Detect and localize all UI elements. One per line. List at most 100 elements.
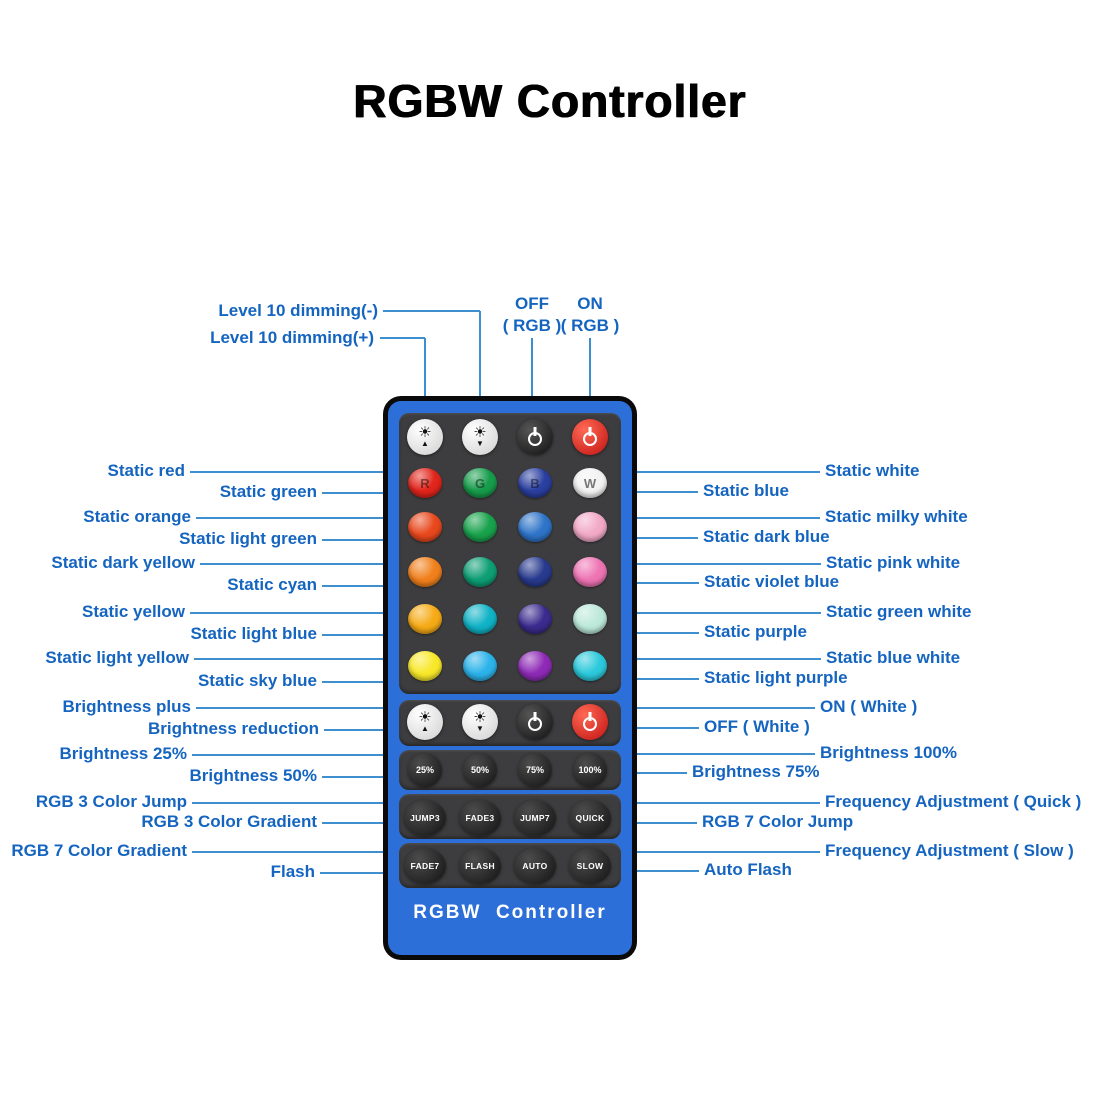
on-rgb-button — [572, 419, 608, 455]
arrow-down-icon: ▼ — [476, 724, 484, 733]
dim-plus-button: ☀ ▲ — [407, 419, 443, 455]
key-static-green: G — [463, 468, 497, 498]
callout-frequency-slow: Frequency Adjustment ( Slow ) — [825, 841, 1074, 860]
callout-static-orange: Static orange — [83, 507, 191, 526]
brightness-up-icon: ☀ — [418, 709, 432, 726]
callout-brightness-100: Brightness 100% — [820, 743, 957, 762]
brightness-up-icon: ☀ — [418, 424, 432, 441]
key-static-yellow — [408, 604, 442, 634]
callout-off-rgb-line2: ( RGB ) — [502, 316, 562, 335]
off-white-button — [517, 704, 553, 740]
callout-static-milky-white: Static milky white — [825, 507, 968, 526]
key-static-blue-white — [573, 651, 607, 681]
callout-brightness-reduction: Brightness reduction — [148, 719, 319, 738]
callout-brightness-75: Brightness 75% — [692, 762, 820, 781]
callout-frequency-quick: Frequency Adjustment ( Quick ) — [825, 792, 1082, 811]
key-brightness-100: 100% — [573, 753, 607, 787]
callout-rgb7-gradient: RGB 7 Color Gradient — [11, 841, 187, 860]
callout-auto-flash: Auto Flash — [704, 860, 792, 879]
brightness-down-icon: ☀ — [473, 424, 487, 441]
brightness-down-icon: ☀ — [473, 709, 487, 726]
callout-off-white: OFF ( White ) — [704, 717, 810, 736]
callout-static-red: Static red — [107, 461, 185, 480]
callout-static-dark-yellow: Static dark yellow — [51, 553, 195, 572]
callout-static-pink-white: Static pink white — [826, 553, 961, 572]
arrow-up-icon: ▲ — [421, 724, 429, 733]
callout-level10-dim-plus: Level 10 dimming(+) — [210, 328, 374, 347]
callout-static-light-yellow: Static light yellow — [45, 648, 189, 667]
callout-static-yellow: Static yellow — [82, 602, 185, 621]
callout-on-rgb-line1: ON — [577, 294, 603, 313]
callout-static-light-green: Static light green — [179, 529, 317, 548]
key-flash: FLASH — [459, 848, 501, 884]
callout-static-blue-white: Static blue white — [826, 648, 961, 667]
key-brightness-25: 25% — [408, 753, 442, 787]
key-jump7: JUMP7 — [514, 800, 556, 836]
key-static-blue: B — [518, 468, 552, 498]
callout-static-light-blue: Static light blue — [190, 624, 317, 643]
key-static-purple — [518, 604, 552, 634]
key-static-violet-blue — [518, 557, 552, 587]
brightness-reduction-button: ☀ ▼ — [462, 704, 498, 740]
key-quick: QUICK — [569, 800, 611, 836]
key-static-green-white — [573, 604, 607, 634]
power-icon — [528, 432, 542, 446]
callout-level10-dim-minus: Level 10 dimming(-) — [218, 301, 378, 320]
callout-flash: Flash — [270, 862, 315, 881]
key-static-light-purple — [518, 651, 552, 681]
callout-off-rgb-line1: OFF — [515, 294, 549, 313]
power-icon — [528, 717, 542, 731]
callout-brightness-50: Brightness 50% — [189, 766, 317, 785]
key-static-light-green — [463, 512, 497, 542]
power-icon — [583, 717, 597, 731]
remote-control: ☀ ▲ ☀ ▼ R G B W — [383, 396, 637, 960]
off-rgb-button — [517, 419, 553, 455]
key-static-milky-white — [573, 512, 607, 542]
callout-brightness-plus: Brightness plus — [62, 697, 191, 716]
callout-static-violet-blue: Static violet blue — [704, 572, 840, 591]
callout-static-sky-blue: Static sky blue — [197, 671, 317, 690]
callout-rgb3-gradient: RGB 3 Color Gradient — [141, 812, 317, 831]
callout-off-rgb: OFF ( RGB ) — [496, 293, 568, 337]
callout-static-green: Static green — [219, 482, 317, 501]
callout-static-dark-blue: Static dark blue — [703, 527, 830, 546]
key-fade3: FADE3 — [459, 800, 501, 836]
page-title: RGBW Controller — [353, 75, 747, 127]
on-white-button — [572, 704, 608, 740]
key-brightness-50: 50% — [463, 753, 497, 787]
callout-static-cyan: Static cyan — [227, 575, 317, 594]
power-icon — [583, 432, 597, 446]
callout-static-green-white: Static green white — [826, 602, 972, 621]
callout-on-rgb-line2: ( RGB ) — [560, 316, 620, 335]
key-static-light-blue — [463, 604, 497, 634]
key-auto: AUTO — [514, 848, 556, 884]
callout-rgb3-jump: RGB 3 Color Jump — [35, 792, 187, 811]
callout-on-rgb: ON ( RGB ) — [556, 293, 624, 337]
key-slow: SLOW — [569, 848, 611, 884]
callout-static-white: Static white — [825, 461, 920, 480]
key-static-orange — [408, 512, 442, 542]
callout-static-purple: Static purple — [704, 622, 807, 641]
key-jump3: JUMP3 — [404, 800, 446, 836]
key-static-dark-blue — [518, 512, 552, 542]
key-static-white: W — [573, 468, 607, 498]
remote-panel-main — [399, 413, 621, 694]
key-static-light-yellow — [408, 651, 442, 681]
callout-on-white: ON ( White ) — [820, 697, 918, 716]
key-static-cyan — [463, 557, 497, 587]
key-fade7: FADE7 — [404, 848, 446, 884]
arrow-up-icon: ▲ — [421, 439, 429, 448]
dim-minus-button: ☀ ▼ — [462, 419, 498, 455]
arrow-down-icon: ▼ — [476, 439, 484, 448]
brightness-plus-button: ☀ ▲ — [407, 704, 443, 740]
key-brightness-75: 75% — [518, 753, 552, 787]
key-static-pink-white — [573, 557, 607, 587]
callout-rgb7-jump: RGB 7 Color Jump — [702, 812, 854, 831]
key-static-red: R — [408, 468, 442, 498]
remote-brand-text: RGBW Controller — [413, 902, 607, 923]
callout-static-light-purple: Static light purple — [704, 668, 848, 687]
key-static-sky-blue — [463, 651, 497, 681]
key-static-dark-yellow — [408, 557, 442, 587]
callout-static-blue: Static blue — [703, 481, 789, 500]
